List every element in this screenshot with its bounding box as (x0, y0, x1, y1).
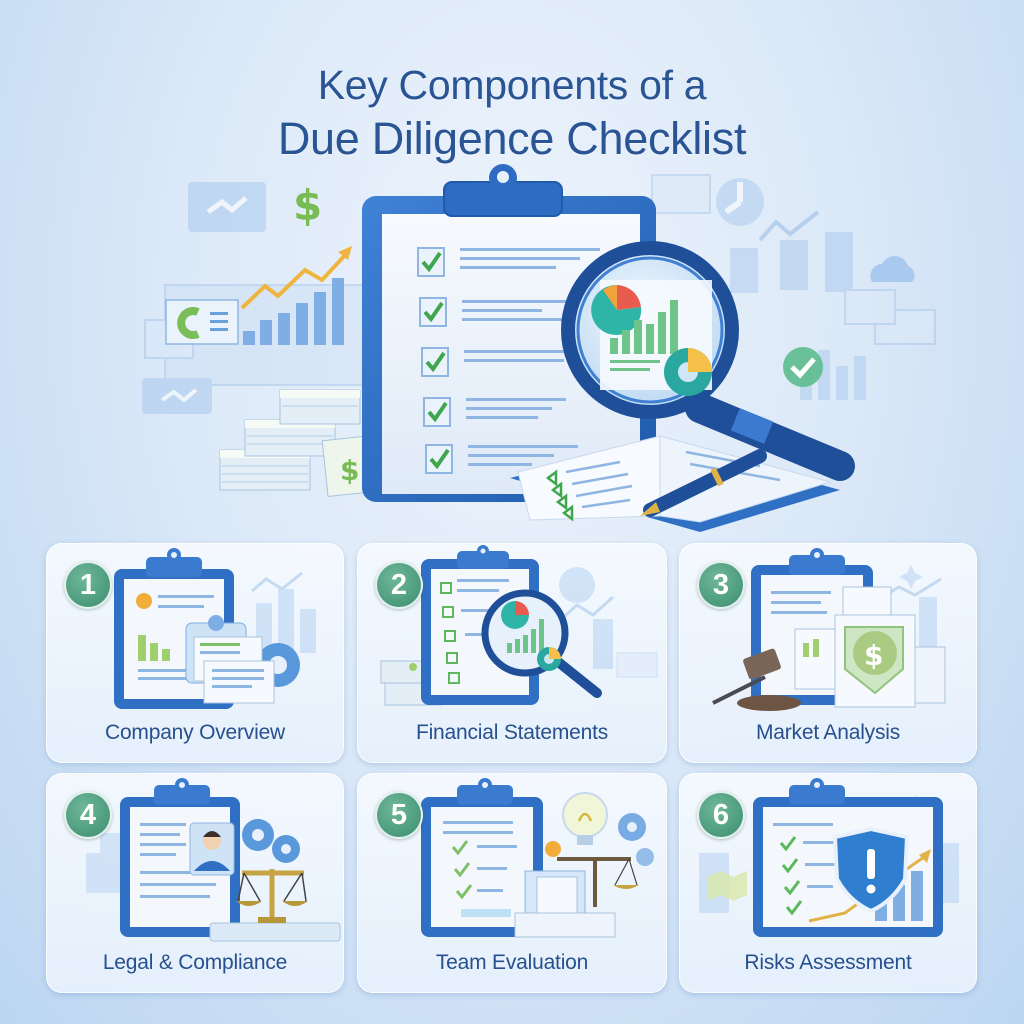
step-number-badge: 3 (697, 561, 745, 609)
component-card-company-overview[interactable]: 1 Company Overview (46, 543, 344, 763)
gear-icon (242, 819, 300, 863)
clipboard-documents-gear-icon (46, 543, 344, 721)
clipboard-lightbulb-scales-icon (357, 773, 667, 951)
step-number-badge: 2 (375, 561, 423, 609)
scales-of-justice-icon (236, 869, 308, 923)
step-number-badge: 4 (64, 791, 112, 839)
component-label: Financial Statements (415, 721, 609, 744)
background-chart-right-icon (651, 174, 936, 400)
component-label: Company Overview (104, 721, 286, 744)
svg-text:$: $ (340, 454, 359, 487)
lightbulb-icon (562, 792, 608, 845)
component-card-market-analysis[interactable]: $ 3 Market Analysis (679, 543, 977, 763)
money-stack-icon: $ (219, 389, 381, 498)
growth-chart-icon (165, 246, 352, 345)
cloud-icon (870, 256, 915, 282)
title-line-2: Due Diligence Checklist (277, 113, 747, 164)
dollar-sign-icon: $ (864, 639, 883, 672)
gear-icon (618, 813, 654, 866)
clipboard-profile-scales-icon (46, 773, 344, 951)
bar-chart-icon (610, 300, 678, 371)
step-number-badge: 1 (64, 561, 112, 609)
clipboard-shield-warning-icon (679, 773, 977, 951)
gavel-icon (712, 648, 801, 711)
step-number-badge: 6 (697, 791, 745, 839)
magnifying-glass-icon (561, 241, 855, 481)
component-card-team-evaluation[interactable]: 5 Team Evaluation (357, 773, 667, 993)
hero-illustration: $ $ (100, 160, 960, 540)
clipboard-magnifier-charts-icon (357, 543, 667, 721)
open-notebook-icon (510, 435, 840, 532)
title-line-1: Key Components of a (317, 62, 707, 108)
clipboard-gavel-dollar-icon: $ (679, 543, 977, 721)
component-label: Legal & Compliance (102, 951, 288, 974)
step-number-badge: 5 (375, 791, 423, 839)
scales-icon (545, 841, 639, 907)
component-card-risks-assessment[interactable]: 6 Risks Assessment (679, 773, 977, 993)
pen-icon (640, 449, 767, 517)
page-title: Key Components of a Due Diligence Checkl… (0, 58, 1024, 166)
profile-avatar-icon (189, 822, 235, 876)
component-label: Market Analysis (755, 721, 901, 744)
pie-chart-icon (591, 284, 642, 335)
component-label: Risks Assessment (744, 951, 912, 974)
component-card-legal-compliance[interactable]: 4 Legal & Compliance (46, 773, 344, 993)
map-icon (707, 871, 747, 901)
shield-warning-icon (832, 826, 910, 914)
component-label: Team Evaluation (435, 951, 589, 974)
check-circle-icon (783, 347, 823, 387)
checklist-items (417, 247, 600, 474)
component-card-financial-statements[interactable]: 2 Financial Statements (357, 543, 667, 763)
dollar-sign-icon: $ (293, 181, 322, 230)
